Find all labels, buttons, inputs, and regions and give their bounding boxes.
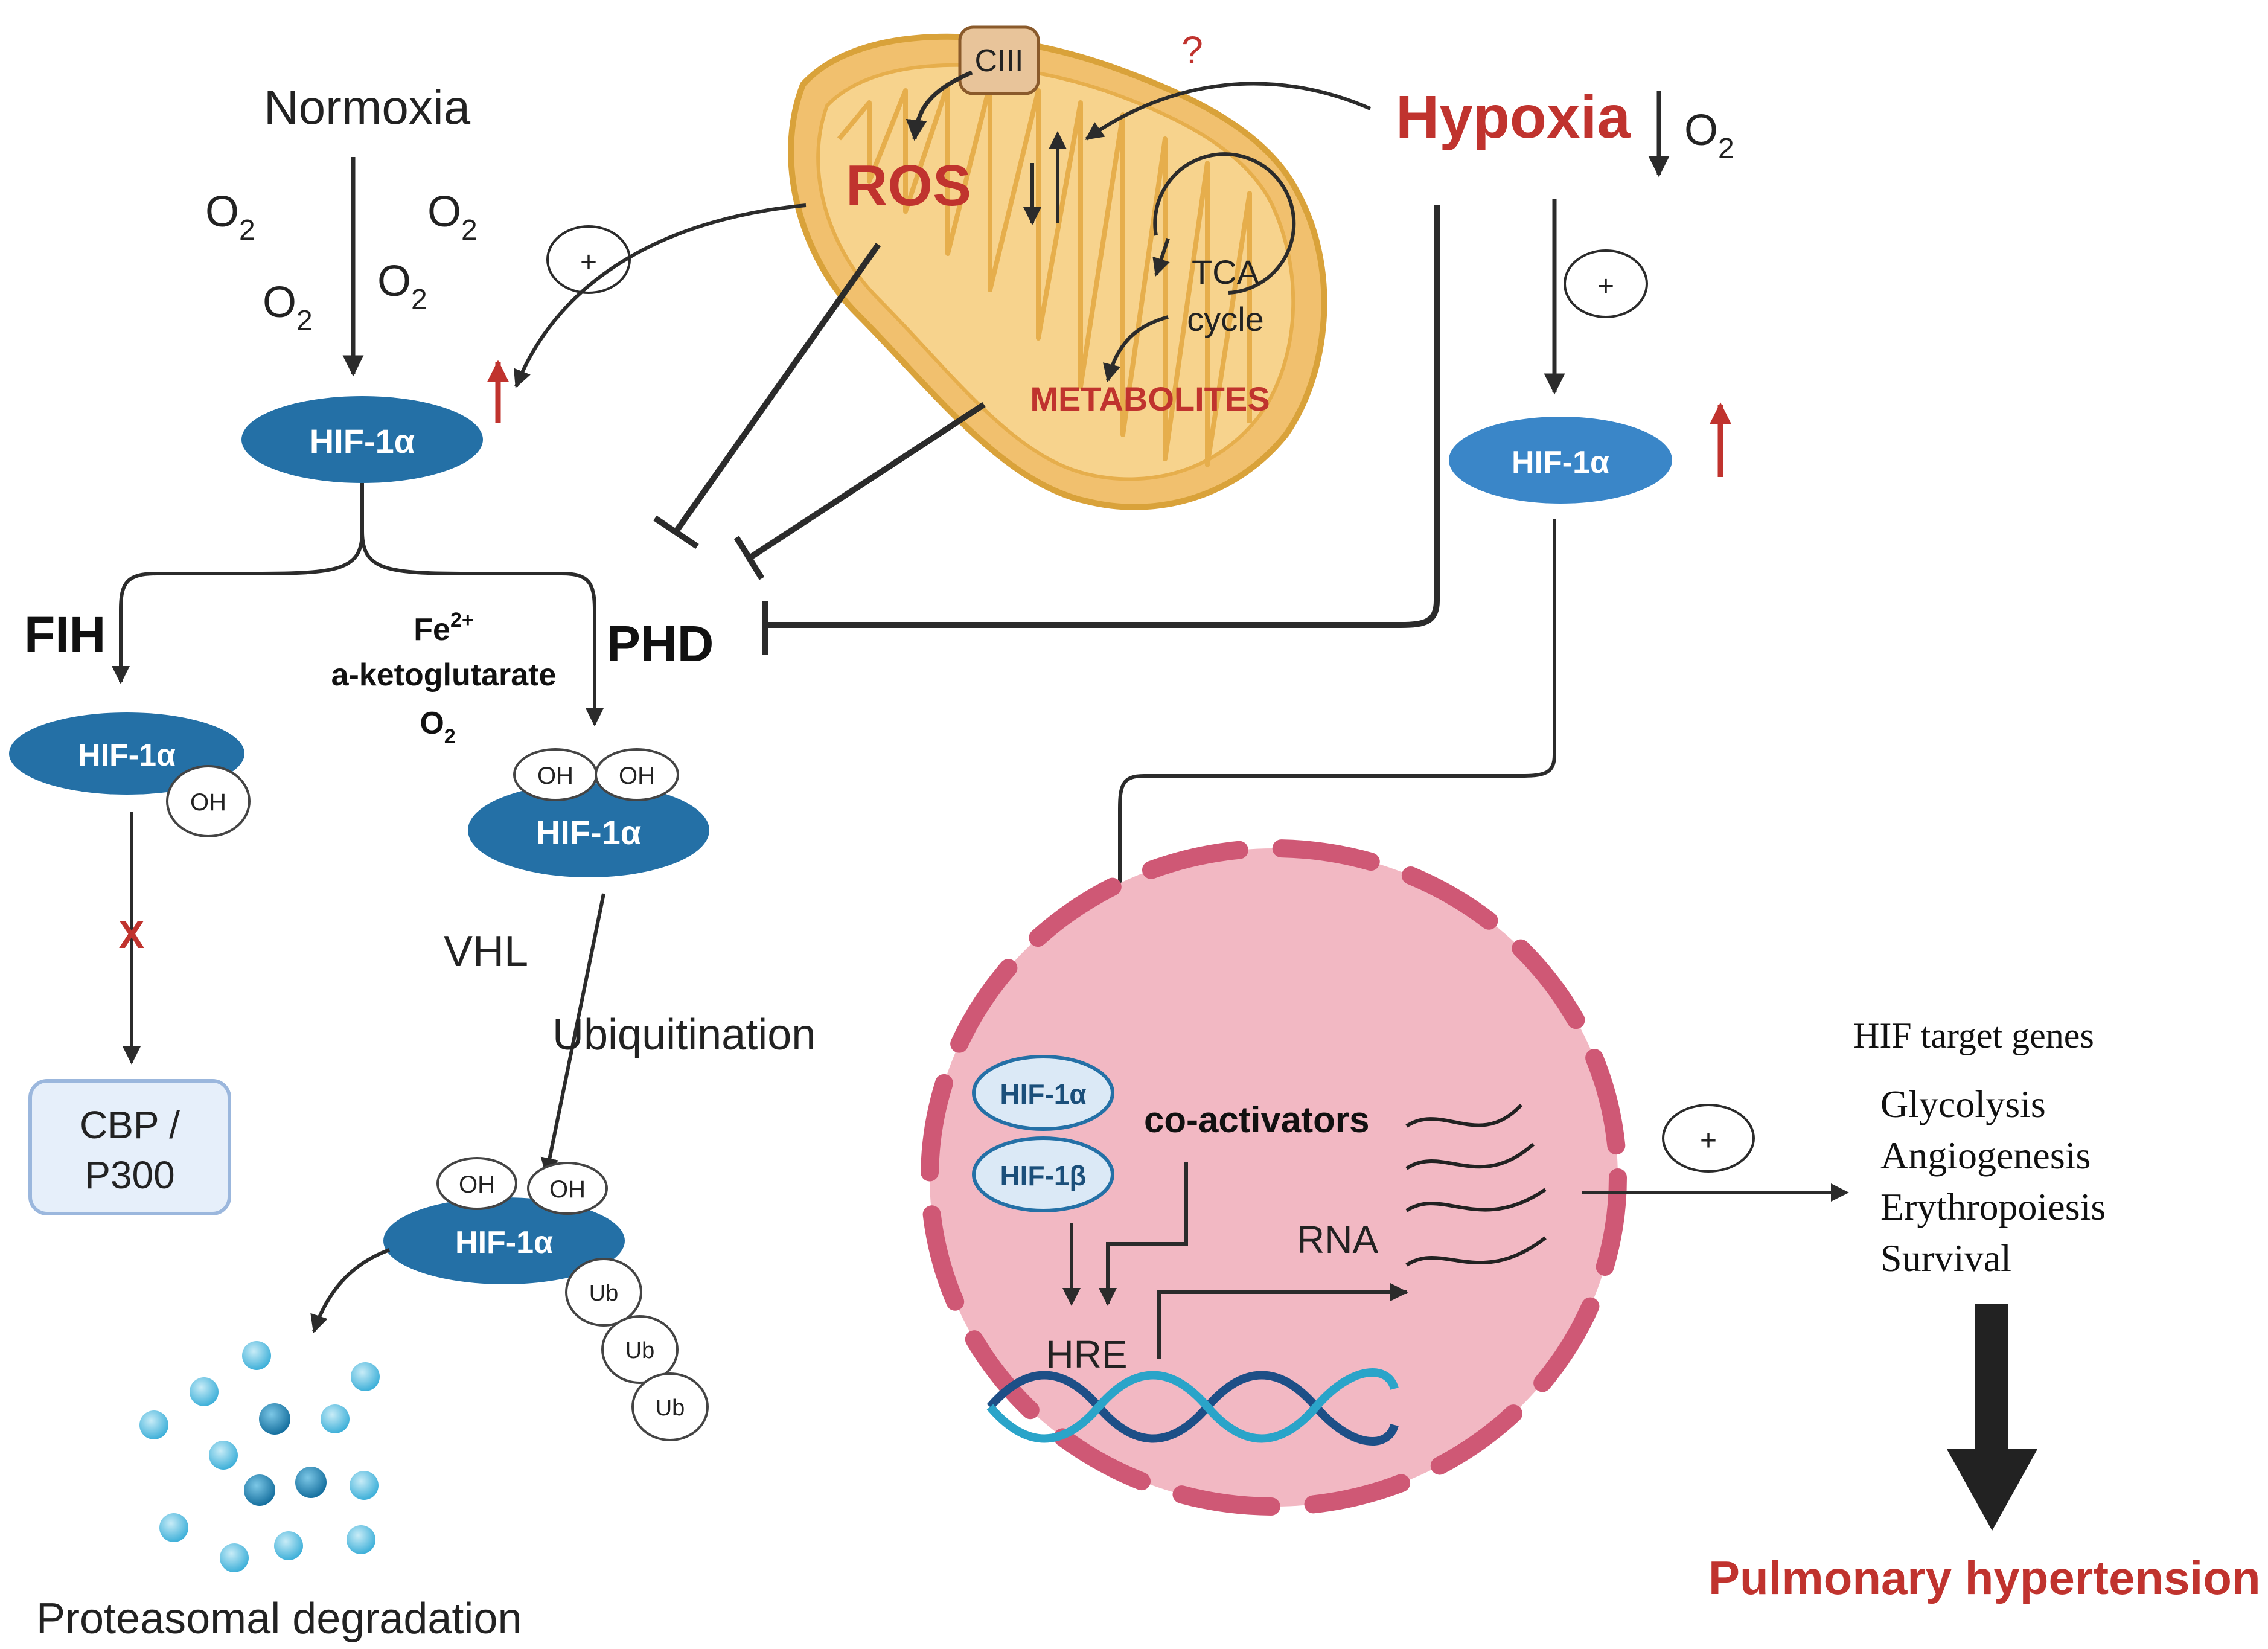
gene-glycolysis: Glycolysis	[1880, 1083, 2046, 1125]
tca-to-metabolites-arrow	[1103, 315, 1169, 382]
coactivators-to-hre-arrow	[1099, 1162, 1188, 1306]
svg-text:CBP /: CBP /	[80, 1103, 180, 1147]
svg-text:Ub: Ub	[656, 1395, 685, 1421]
svg-text:HIF-1β: HIF-1β	[1000, 1160, 1086, 1191]
outcome-arrow	[1947, 1304, 2037, 1531]
ubiquitination-label: Ubiquitination	[552, 1011, 816, 1059]
hypoxia-o2-label: O2	[1684, 106, 1734, 165]
hif1a-normoxia: HIF-1α	[241, 396, 483, 483]
svg-text:HIF-1α: HIF-1α	[536, 813, 641, 851]
nucleus	[921, 839, 1627, 1516]
hif1a-phd-hydroxylated: HIF-1α OH OH	[468, 748, 709, 877]
proteasomal-degradation-label: Proteasomal degradation	[36, 1595, 522, 1643]
hypoxia-label: Hypoxia	[1396, 83, 1631, 151]
pulmonary-hypertension-label: Pulmonary hypertension	[1708, 1551, 2261, 1604]
unknown-mechanism-mark: ?	[1181, 28, 1203, 72]
svg-text:OH: OH	[459, 1171, 495, 1198]
metabolites-inhibit-phd	[747, 402, 986, 562]
gene-erythropoiesis: Erythropoiesis	[1880, 1185, 2106, 1228]
svg-text:HIF-1α: HIF-1α	[1512, 445, 1609, 480]
normoxia-label: Normoxia	[264, 80, 471, 134]
hypoxia-to-ros-arrow	[1085, 82, 1372, 141]
hif1a-ubiquitinated: HIF-1α OH OH Ub Ub Ub	[383, 1157, 709, 1441]
svg-text:+: +	[1597, 271, 1614, 303]
dna-helix	[986, 1368, 1399, 1446]
svg-text:Ub: Ub	[625, 1338, 655, 1363]
ros-inhibits-phd	[673, 243, 881, 533]
hre-label: HRE	[1046, 1333, 1127, 1376]
phd-branch-arrow	[360, 483, 604, 726]
fih-label: FIH	[24, 606, 106, 663]
hif1a-hypoxia: HIF-1α	[1449, 417, 1672, 504]
inhibition-bar	[733, 536, 765, 580]
hif1a-nuclear: HIF-1α	[972, 1055, 1114, 1131]
ros-to-hif-arrow	[513, 203, 807, 388]
rna-strands	[1405, 1103, 1547, 1267]
target-genes-title: HIF target genes	[1853, 1016, 2094, 1055]
hypoxia-inhibits-phd	[767, 205, 1440, 628]
cbp-p300-box: CBP / P300	[28, 1079, 231, 1215]
svg-text:OH: OH	[537, 763, 573, 789]
ros-label: ROS	[846, 153, 971, 218]
normoxia-o2-group: O2 O2 O2 O2	[205, 188, 478, 337]
complex-iii-label: CIII	[975, 43, 1024, 78]
hif-to-nucleus-arrow	[1111, 519, 1556, 1010]
tca-label-line1: TCA	[1192, 253, 1260, 291]
svg-text:HIF-1α: HIF-1α	[1000, 1078, 1086, 1110]
gene-survival: Survival	[1880, 1237, 2011, 1279]
vhl-label: VHL	[444, 927, 528, 976]
svg-text:HIF-1α: HIF-1α	[310, 422, 415, 460]
to-proteasome-arrow	[310, 1248, 391, 1333]
metabolites-label: METABOLITES	[1030, 380, 1270, 418]
svg-text:HIF-1α: HIF-1α	[78, 738, 176, 773]
a-ketoglutarate-label: a-ketoglutarate	[331, 658, 557, 693]
svg-text:P300: P300	[85, 1153, 174, 1197]
fih-branch-arrow	[112, 483, 364, 684]
tca-cycle-loop	[1153, 152, 1296, 295]
o2-cofactor-label: O2	[420, 706, 455, 748]
mitochondrion	[788, 33, 1327, 510]
phd-label: PHD	[607, 615, 714, 672]
hif1b-nuclear: HIF-1β	[972, 1136, 1114, 1212]
o2-molecule: O2	[427, 188, 478, 246]
ciii-to-ros-arrow	[906, 70, 973, 141]
vhl-degradation-arrow	[540, 893, 605, 1176]
tca-cycle: TCA cycle	[1103, 152, 1296, 382]
svg-text:Ub: Ub	[589, 1281, 619, 1306]
gene-activation-plus: +	[1662, 1104, 1755, 1173]
fe2-label: Fe2+	[414, 609, 473, 647]
degraded-fragments	[139, 1341, 380, 1572]
gene-angiogenesis: Angiogenesis	[1880, 1134, 2091, 1177]
rna-label: RNA	[1297, 1218, 1378, 1261]
svg-text:OH: OH	[619, 763, 655, 789]
o2-molecule: O2	[205, 188, 255, 246]
tca-cycle-arrowhead	[1152, 238, 1170, 277]
svg-text:+: +	[1700, 1125, 1717, 1157]
hypoxia-activation-plus: +	[1564, 249, 1648, 318]
tca-label-line2: cycle	[1187, 300, 1264, 338]
transcription-arrow	[1157, 1283, 1408, 1359]
svg-text:HIF-1α: HIF-1α	[455, 1225, 553, 1260]
svg-text:OH: OH	[190, 789, 226, 816]
svg-text:OH: OH	[549, 1176, 586, 1203]
blocked-mark: X	[119, 913, 145, 956]
hif1a-fih-hydroxylated: HIF-1α OH	[9, 712, 251, 837]
complex-iii-box: CIII	[958, 25, 1040, 95]
ros-activation-plus: +	[546, 225, 631, 294]
o2-molecule: O2	[377, 257, 427, 316]
co-activators-label: co-activators	[1144, 1100, 1369, 1140]
svg-text:+: +	[580, 246, 597, 278]
inhibition-bar	[653, 515, 699, 549]
o2-molecule: O2	[263, 278, 313, 337]
